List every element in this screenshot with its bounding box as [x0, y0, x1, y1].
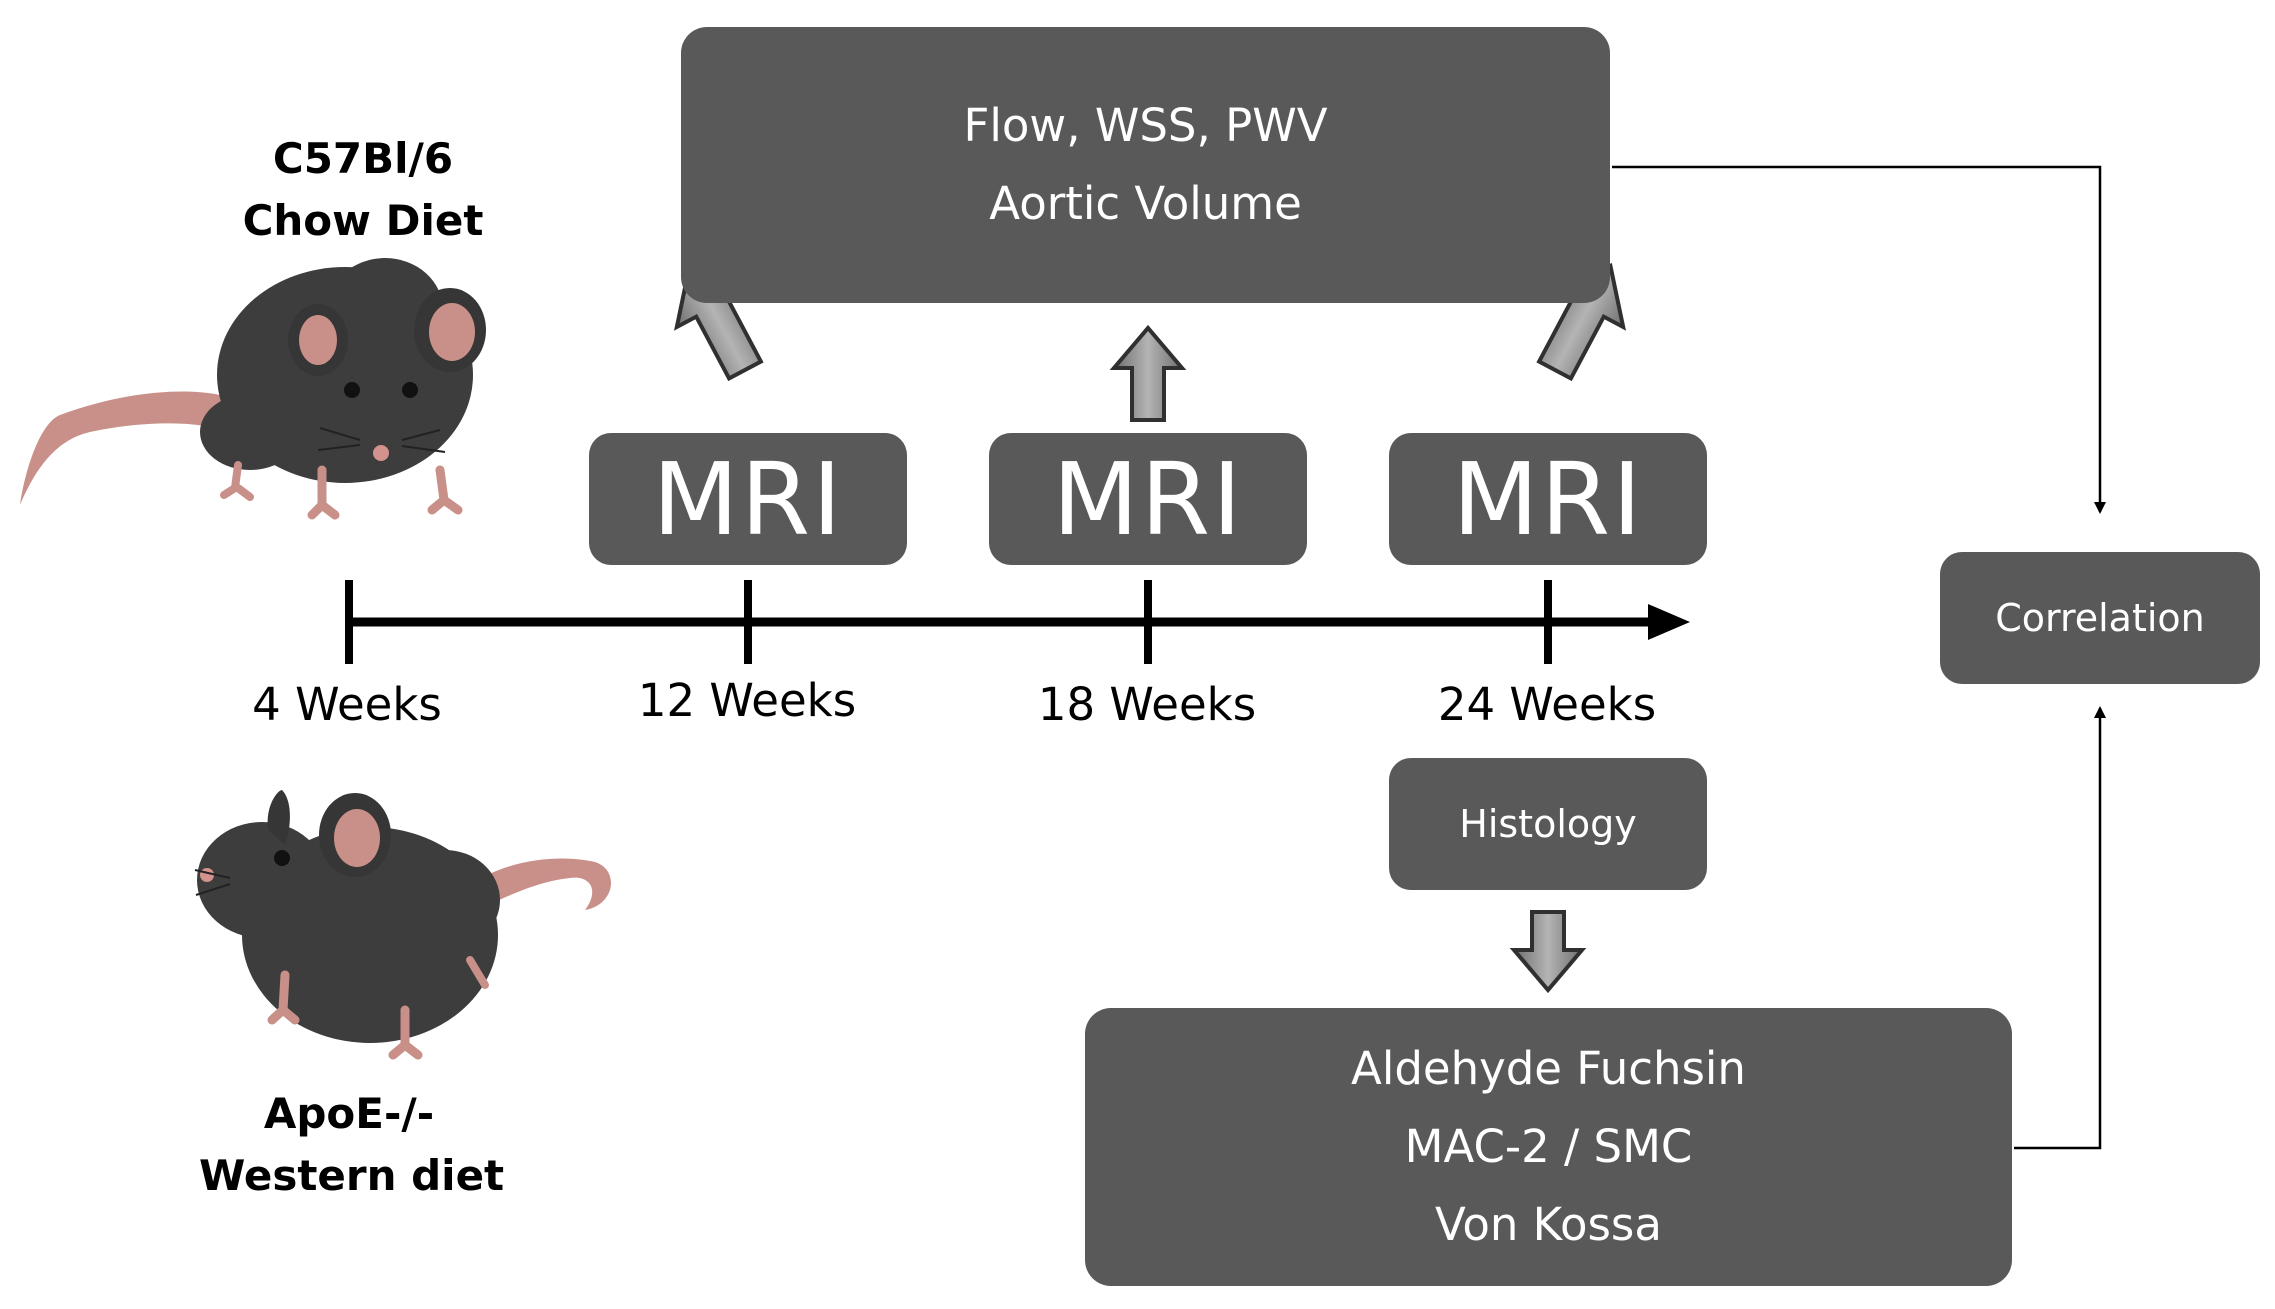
mri-label-12: MRI — [652, 440, 844, 558]
mri-to-measures-arrow-18 — [1109, 324, 1187, 422]
week-label-4: 4 Weeks — [252, 678, 442, 731]
histology-down-arrow — [1509, 910, 1587, 994]
group-apoe-strain: ApoE-/- — [263, 1089, 435, 1138]
mri-box-12-weeks: MRI — [589, 433, 907, 565]
histology-label: Histology — [1459, 802, 1637, 846]
week-label-24: 24 Weeks — [1437, 678, 1657, 731]
histology-stain-3: Von Kossa — [1435, 1198, 1662, 1251]
histology-stains-box: Aldehyde Fuchsin MAC-2 / SMC Von Kossa — [1085, 1008, 2012, 1286]
mri-label-18: MRI — [1052, 440, 1244, 558]
histology-stain-2: MAC-2 / SMC — [1404, 1120, 1693, 1173]
week-label-18: 18 Weeks — [1037, 678, 1257, 731]
group-c57-diet: Chow Diet — [242, 196, 484, 245]
group-c57-strain: C57Bl/6 — [272, 134, 454, 183]
apoe-mouse-illustration — [194, 790, 612, 1060]
group-label-apoe: ApoE-/- Western diet — [199, 1083, 505, 1207]
mri-measures-line-1: Flow, WSS, PWV — [963, 99, 1328, 152]
mri-measures-line-2: Aortic Volume — [989, 177, 1302, 230]
measures-to-correlation-connector — [1612, 165, 2106, 514]
correlation-label: Correlation — [1995, 596, 2205, 640]
mri-box-18-weeks: MRI — [989, 433, 1307, 565]
mri-label-24: MRI — [1452, 440, 1644, 558]
c57bl6-mouse-illustration — [20, 258, 486, 520]
group-label-c57bl6: C57Bl/6 Chow Diet — [213, 128, 513, 252]
histology-stain-1: Aldehyde Fuchsin — [1351, 1042, 1746, 1095]
group-apoe-diet: Western diet — [199, 1151, 505, 1200]
correlation-box: Correlation — [1940, 552, 2260, 684]
week-label-12: 12 Weeks — [637, 674, 857, 727]
histology-box: Histology — [1389, 758, 1707, 890]
timeline-arrowhead — [1648, 604, 1690, 640]
histology-to-correlation-connector — [2014, 706, 2106, 1150]
mri-box-24-weeks: MRI — [1389, 433, 1707, 565]
timeline — [345, 580, 1690, 664]
mri-measures-box: Flow, WSS, PWV Aortic Volume — [681, 27, 1610, 303]
